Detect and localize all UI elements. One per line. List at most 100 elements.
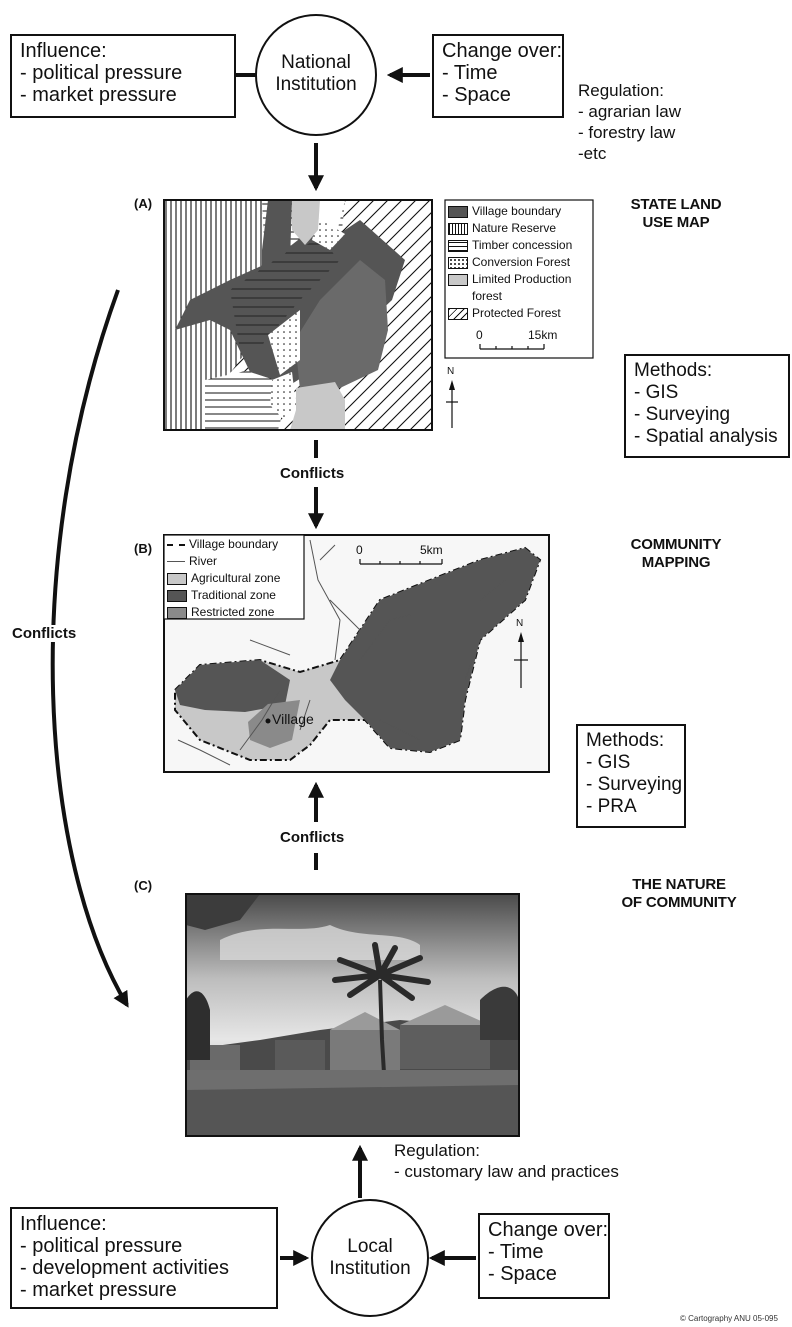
legend-swatch-dashdot xyxy=(167,543,185,546)
national-institution-circle xyxy=(255,14,377,136)
legend-a-item: Village boundary xyxy=(446,203,592,220)
legend-swatch-dots xyxy=(448,256,468,269)
scale-b-zero: 0 xyxy=(356,543,363,557)
legend-a: Village boundary Nature Reserve Timber c… xyxy=(446,203,592,322)
legend-a-item: Conversion Forest xyxy=(446,254,592,271)
methods-a-title: Methods: xyxy=(634,360,713,381)
scale-bar-b xyxy=(359,559,443,565)
local-institution-line2: Institution xyxy=(329,1258,411,1279)
bottom-change-item: - Time xyxy=(488,1241,544,1263)
top-change-item: - Space xyxy=(442,84,511,106)
scale-bar-a xyxy=(479,344,545,350)
conflicts-label-ab: Conflicts xyxy=(280,465,345,482)
legend-a-label: forest xyxy=(472,289,503,303)
conflicts-label-bc: Conflicts xyxy=(280,829,345,846)
legend-a-frame xyxy=(444,199,594,359)
top-change-item: - Time xyxy=(442,62,498,84)
methods-a-item: - GIS xyxy=(634,382,679,403)
panel-b-label: (B) xyxy=(134,541,153,556)
scale-b-end: 5km xyxy=(420,543,443,557)
legend-b-label: Traditional zone xyxy=(191,588,276,602)
conflicts-label-side: Conflicts xyxy=(12,625,77,642)
national-institution-label: National Institution xyxy=(256,52,376,96)
legend-swatch-light xyxy=(448,273,468,286)
legend-b-item: Restricted zone xyxy=(165,604,303,621)
scale-a-end: 15km xyxy=(528,328,558,342)
top-regulation-item: - agrarian law xyxy=(578,102,681,121)
bottom-regulation: Regulation: - customary law and practice… xyxy=(394,1140,619,1182)
legend-b-label: River xyxy=(189,554,218,568)
north-arrow-a xyxy=(446,380,458,428)
north-arrow-b xyxy=(514,632,528,688)
legend-a-label: Village boundary xyxy=(472,204,562,218)
national-institution-line1: National xyxy=(281,52,351,73)
bottom-change-title: Change over: xyxy=(488,1219,609,1241)
top-influence-box: Influence: - political pressure - market… xyxy=(10,34,236,118)
legend-b-item: River xyxy=(165,553,303,570)
top-regulation-item: -etc xyxy=(578,144,607,163)
bottom-influence-item: - political pressure xyxy=(20,1235,183,1257)
panel-b-heading: COMMUNITY MAPPING xyxy=(616,536,736,572)
scale-a-zero: 0 xyxy=(476,328,483,342)
panel-b-heading-line: COMMUNITY xyxy=(630,536,722,553)
legend-a-item: Timber concession xyxy=(446,237,592,254)
legend-swatch-horizontal xyxy=(448,239,468,252)
methods-b-item: - Surveying xyxy=(586,774,683,795)
top-change-title: Change over: xyxy=(442,40,563,62)
north-b-label: N xyxy=(516,618,524,629)
legend-swatch-vertical xyxy=(448,222,468,235)
legend-a-item: forest xyxy=(446,288,592,305)
methods-b-box: Methods: - GIS - Surveying - PRA xyxy=(576,724,686,828)
top-regulation-item: - forestry law xyxy=(578,123,676,142)
panel-c-label: (C) xyxy=(134,878,153,893)
top-influence-item: - market pressure xyxy=(20,84,177,106)
legend-a-label: Conversion Forest xyxy=(472,255,571,269)
legend-swatch-light xyxy=(167,572,187,585)
methods-b-item: - PRA xyxy=(586,796,637,817)
local-institution-label: Local Institution xyxy=(310,1236,430,1280)
bottom-regulation-item: - customary law and practices xyxy=(394,1162,619,1181)
legend-swatch-none xyxy=(448,291,468,303)
north-a-label: N xyxy=(447,366,455,377)
legend-a-label: Timber concession xyxy=(472,238,573,252)
legend-swatch-dark xyxy=(448,205,468,218)
legend-b-item: Agricultural zone xyxy=(165,570,303,587)
curved-conflict-arrow xyxy=(50,289,129,1008)
panel-a-heading-line: STATE LAND xyxy=(630,196,722,213)
methods-a-item: - Spatial analysis xyxy=(634,426,778,447)
bottom-influence-item: - development activities xyxy=(20,1257,229,1279)
legend-a-label: Nature Reserve xyxy=(472,221,557,235)
legend-a-item: Protected Forest xyxy=(446,305,592,322)
national-institution-line2: Institution xyxy=(275,74,357,95)
panel-a-heading-line: USE MAP xyxy=(642,214,710,231)
legend-b-label: Agricultural zone xyxy=(191,571,281,585)
legend-swatch-river xyxy=(167,561,185,562)
bottom-influence-title: Influence: xyxy=(20,1213,107,1235)
legend-swatch-medium xyxy=(167,606,187,619)
panel-c-heading: THE NATURE OF COMMUNITY xyxy=(604,876,754,912)
legend-b-label: Restricted zone xyxy=(191,605,275,619)
methods-a-box: Methods: - GIS - Surveying - Spatial ana… xyxy=(624,354,790,458)
bottom-change-item: - Space xyxy=(488,1263,557,1285)
panel-a-label: (A) xyxy=(134,196,153,211)
bottom-change-box: Change over: - Time - Space xyxy=(478,1213,610,1299)
panel-c-heading-line: THE NATURE xyxy=(632,876,726,893)
legend-swatch-diagonal xyxy=(448,307,468,320)
local-institution-line1: Local xyxy=(347,1236,393,1257)
state-land-use-map xyxy=(163,199,433,431)
panel-a-heading: STATE LAND USE MAP xyxy=(616,196,736,232)
cartography-credit: © Cartography ANU 05-095 xyxy=(680,1314,778,1323)
top-influence-title: Influence: xyxy=(20,40,107,62)
legend-b-label: Village boundary xyxy=(189,537,279,551)
panel-b-heading-line: MAPPING xyxy=(641,554,711,571)
legend-b-item: Traditional zone xyxy=(165,587,303,604)
bottom-influence-box: Influence: - political pressure - develo… xyxy=(10,1207,278,1309)
legend-a-item: Limited Production xyxy=(446,271,592,288)
methods-b-item: - GIS xyxy=(586,752,631,773)
local-institution-circle xyxy=(311,1199,429,1317)
legend-b-item: Village boundary xyxy=(165,536,303,553)
legend-swatch-dark xyxy=(167,589,187,602)
legend-b: Village boundary River Agricultural zone… xyxy=(165,536,303,621)
